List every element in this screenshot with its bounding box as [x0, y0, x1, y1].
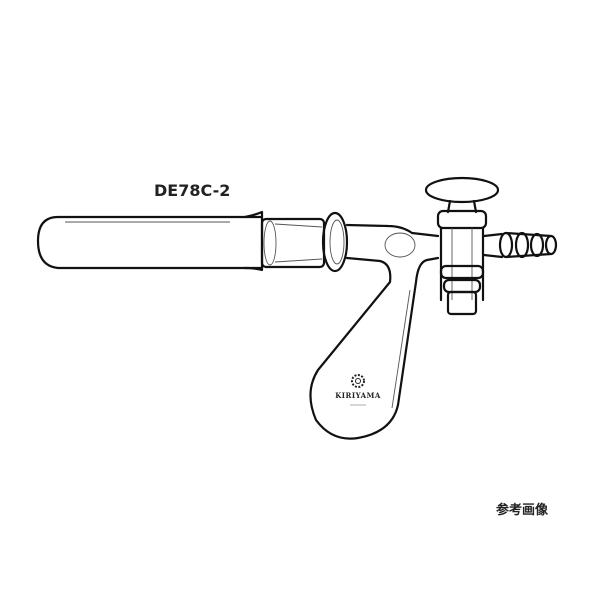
svg-text:KIRIYAMA: KIRIYAMA [335, 391, 381, 400]
test-tube [36, 210, 264, 272]
reference-image-note: 参考画像 [496, 503, 549, 518]
ground-joint [260, 211, 349, 273]
kiriyama-logo: KIRIYAMA [335, 374, 381, 406]
stopcock [424, 176, 500, 316]
model-code: DE78C-2 [154, 181, 231, 200]
side-arm-and-flask [309, 223, 440, 440]
hose-barb [482, 231, 558, 259]
